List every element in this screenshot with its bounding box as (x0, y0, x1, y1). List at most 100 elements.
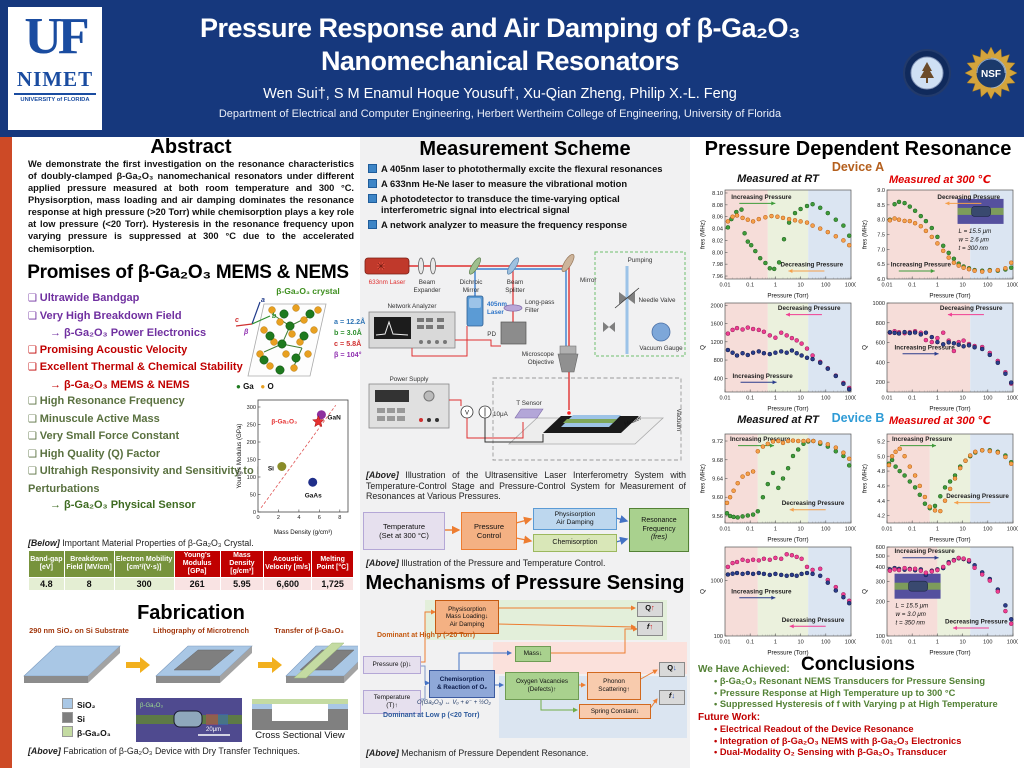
svg-text:4.4: 4.4 (877, 499, 885, 505)
dichroic-mirror-icon (469, 257, 481, 275)
svg-text:8.0: 8.0 (877, 218, 885, 224)
svg-text:Pressure (Torr): Pressure (Torr) (929, 293, 970, 300)
list-item: High Resonance Frequency (28, 393, 254, 411)
svg-text:Long-pass: Long-pass (525, 299, 554, 306)
svg-text:2: 2 (277, 515, 280, 521)
scheme-bullets: A 405nm laser to photothermally excite t… (368, 163, 686, 234)
arrow-icon (126, 657, 150, 673)
reaction-equation: O(Ga₂O₃) ↔ Vₒ + e⁻ + ½O₂ (417, 700, 491, 706)
svg-text:V: V (465, 411, 469, 417)
promises-title: Promises of β-Ga₂O₃ MEMS & NEMS (27, 262, 349, 283)
svg-text:0: 0 (253, 510, 256, 516)
laser-405-icon (466, 295, 484, 327)
svg-text:L = 15.5 μm: L = 15.5 μm (896, 603, 929, 610)
svg-text:6: 6 (318, 515, 321, 521)
high-p-label: Dominant at High p (>20 Torr) (377, 632, 476, 639)
table-value-row: 4.8 8 300 261 5.95 6,600 1,725 (28, 577, 354, 592)
list-item: Ultrahigh Responsivity and Sensitivity t… (28, 463, 338, 497)
pressure-mech-box: Pressure (p)↓ (363, 656, 421, 674)
svg-text:5.0: 5.0 (877, 454, 885, 460)
crystal-legend: ● Ga ● O (236, 382, 274, 391)
svg-text:Pressure (Torr): Pressure (Torr) (929, 650, 970, 657)
list-item: → β-Ga₂O₃ MEMS & NEMS (50, 378, 190, 391)
svg-text:9.56: 9.56 (712, 514, 723, 520)
svg-text:100: 100 (821, 283, 830, 289)
measured-hot-label: Measured at 300 ℃ (889, 174, 991, 186)
svg-text:100: 100 (714, 634, 723, 640)
chip-2 (155, 645, 253, 683)
q-up-box: Q↑ (637, 602, 663, 617)
svg-text:Increasing Pressure: Increasing Pressure (730, 436, 791, 443)
svg-text:4.2: 4.2 (877, 514, 885, 520)
svg-text:Q: Q (700, 345, 707, 350)
svg-text:GaN: GaN (327, 415, 341, 422)
svg-text:100: 100 (876, 634, 885, 640)
svg-text:Decreasing Pressure: Decreasing Pressure (782, 617, 845, 624)
svg-text:Decreasing Pressure: Decreasing Pressure (937, 194, 1000, 201)
svg-text:w = 2.6 μm: w = 2.6 μm (959, 236, 989, 243)
svg-text:10: 10 (959, 283, 965, 289)
lattice-params: a = 12.2Å b = 3.0Å c = 5.8Å β = 104° (334, 317, 366, 359)
crystal-title: β-Ga₂O₃ crystal (276, 286, 340, 296)
achieved-list: β-Ga₂O₃ Resonant NEMS Transducers for Pr… (698, 676, 1020, 711)
svg-text:0.1: 0.1 (746, 396, 754, 402)
svg-text:6.5: 6.5 (877, 262, 885, 268)
svg-text:0.1: 0.1 (908, 527, 916, 533)
fabrication-steps-figure (23, 642, 358, 683)
fabrication-title: Fabrication (137, 602, 245, 624)
svg-text:100: 100 (983, 640, 992, 646)
svg-text:0.01: 0.01 (882, 283, 893, 289)
network-analyzer-icon (368, 311, 456, 349)
svg-text:1000: 1000 (1007, 527, 1018, 533)
list-item: High Quality (Q) Factor (28, 446, 254, 464)
svg-text:600: 600 (876, 545, 885, 551)
list-item: A 633nm He-Ne laser to measure the vibra… (368, 178, 686, 190)
nimet-label: NIMET (16, 67, 94, 91)
svg-text:c: c (235, 317, 239, 324)
svg-text:800: 800 (714, 358, 723, 364)
cross-section-label: Cross Sectional View (255, 730, 345, 741)
svg-text:1000: 1000 (1007, 396, 1018, 402)
svg-text:20μm: 20μm (206, 727, 221, 733)
svg-text:Increasing Pressure: Increasing Pressure (731, 588, 792, 595)
abstract-text: We demonstrate the first investigation o… (28, 159, 354, 254)
svg-text:0.01: 0.01 (882, 640, 893, 646)
svg-text:β-Ga₂O₃: β-Ga₂O₃ (140, 703, 163, 709)
si-swatch (62, 712, 73, 723)
longpass-filter-icon (503, 304, 523, 312)
svg-text:8.02: 8.02 (712, 238, 723, 244)
svg-text:1000: 1000 (845, 640, 856, 646)
vacuum-gauge-icon (651, 322, 671, 342)
f-up-box: f↑ (637, 621, 663, 636)
svg-text:Filter: Filter (525, 307, 539, 314)
svg-text:100: 100 (983, 396, 992, 402)
svg-text:Pressure (Torr): Pressure (Torr) (767, 650, 808, 657)
nsf-logo-icon: NSF (964, 46, 1018, 100)
list-item: Excellent Thermal & Chemical Stability (28, 359, 254, 377)
svg-text:1200: 1200 (711, 340, 723, 346)
svg-text:0.1: 0.1 (908, 640, 916, 646)
photodetector-icon (500, 321, 527, 345)
q-down-box: Q↓ (659, 662, 685, 677)
svg-text:100: 100 (821, 527, 830, 533)
svg-text:Increasing Pressure: Increasing Pressure (891, 262, 952, 269)
svg-text:100: 100 (983, 283, 992, 289)
crystal-structure-figure: a b c β (235, 297, 327, 377)
temperature-mech-box: Temperature(T)↑ (363, 690, 421, 714)
svg-text:100: 100 (821, 640, 830, 646)
svg-text:400: 400 (714, 376, 723, 382)
authors: Wen Sui†, S M Enamul Hoque Yousuf†, Xu-Q… (263, 86, 737, 102)
measured-rt-label: Measured at RT (737, 173, 819, 185)
svg-text:5.2: 5.2 (877, 439, 885, 445)
accent-strip (0, 137, 12, 768)
svg-text:Mirror: Mirror (580, 277, 596, 284)
svg-text:PD: PD (487, 331, 496, 338)
svg-text:fres (MHz): fres (MHz) (862, 220, 869, 249)
svg-text:4.6: 4.6 (877, 484, 885, 490)
